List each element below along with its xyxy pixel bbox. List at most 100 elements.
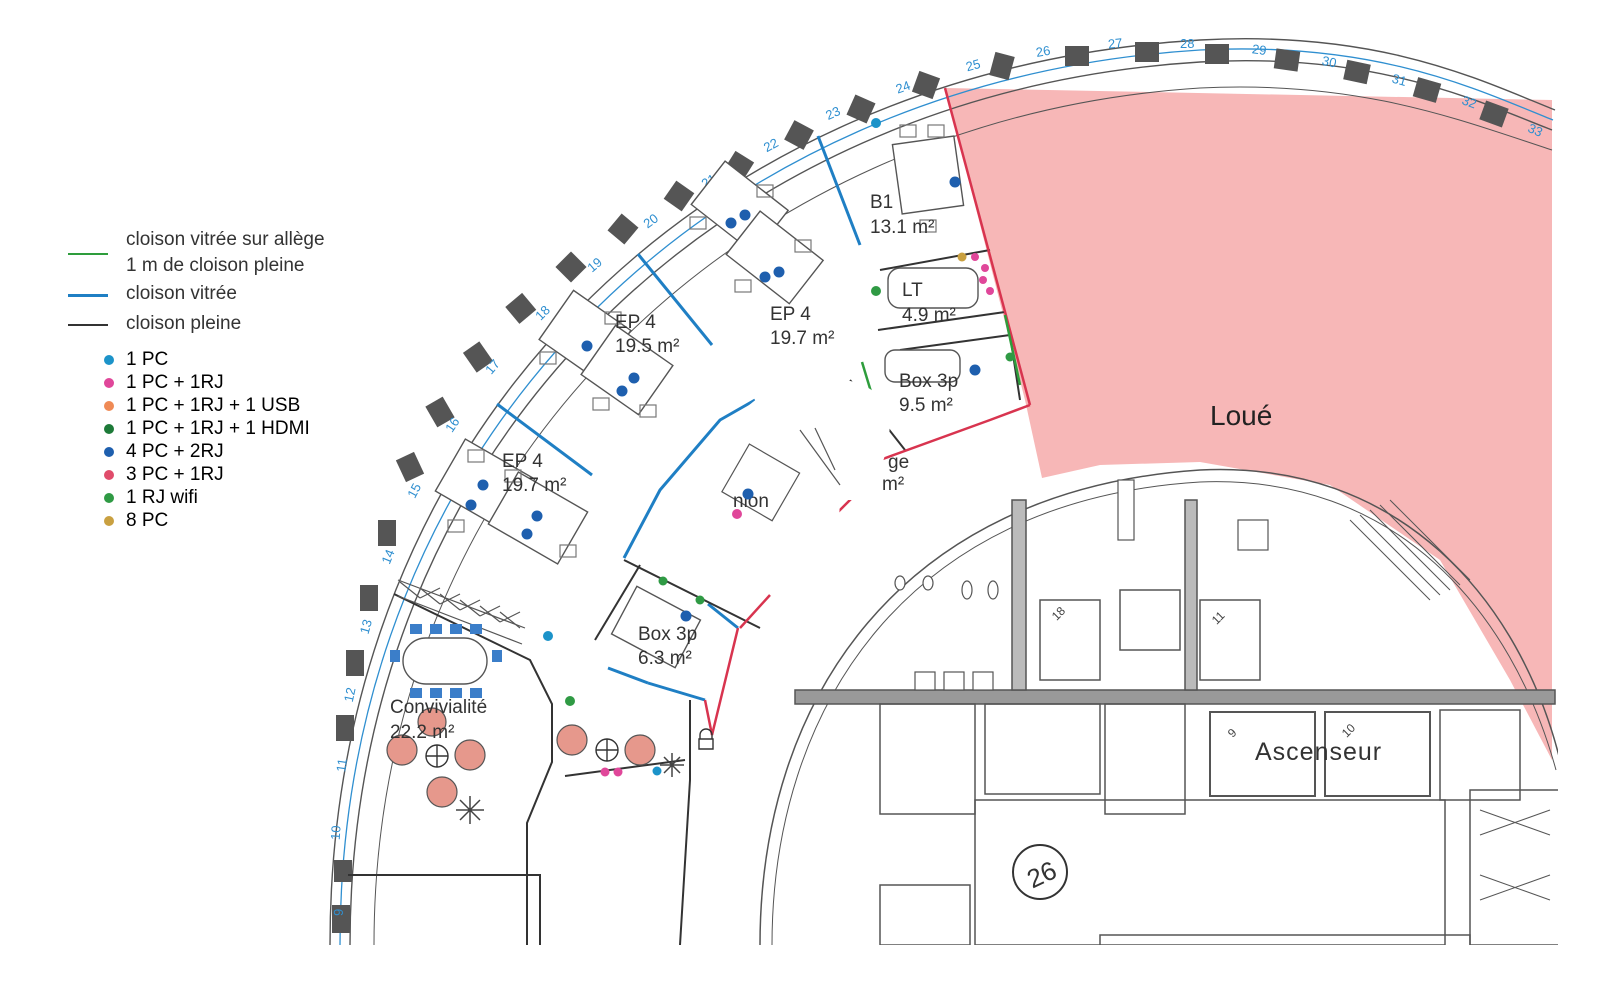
room-box-east-area: 9.5 m² [899,395,953,416]
dot-4pc [742,488,754,500]
dot-4pc [773,266,785,278]
dot-1pc-1rj [981,264,989,272]
dot-4pc [628,372,640,384]
dot-1pc-1rj [600,767,610,777]
room-number: 11 [1209,608,1228,627]
axis-number: 27 [1107,35,1123,51]
legend-label: cloison vitrée [126,283,237,304]
axis-number: 32 [1460,92,1479,111]
dot-4pc [739,209,751,221]
dot-4pc [477,479,489,491]
dot-1pc-1rj [971,253,979,261]
legend-dot [104,424,114,434]
lock-icon [698,728,714,750]
equipment-dots [465,118,1015,777]
room-ep4-west-name: EP 4 [502,451,543,472]
loue-zone [945,88,1552,760]
legend-dark-swatch [68,324,108,326]
dot-wifi [658,576,668,586]
legend-dot-label: 1 PC + 1RJ [126,372,224,393]
room-b1-area: 13.1 m² [870,217,934,238]
blurred-overlay [680,377,890,565]
legend-label: 1 m de cloison pleine [126,255,305,276]
ascenseur-label: Ascenseur [1255,738,1382,766]
legend-dot [104,401,114,411]
legend-dot-label: 1 PC + 1RJ + 1 HDMI [126,418,310,439]
room-lt-area: 4.9 m² [902,305,956,326]
dot-wifi [1005,352,1015,362]
facade-pillars [332,42,1509,933]
legend-dot [104,516,114,526]
facade-axis [339,48,1554,945]
legend-dot-label: 1 PC [126,349,169,370]
dot-wifi [565,696,575,706]
room-ep4-west-area: 19.7 m² [502,475,566,496]
dot-4pc [531,510,543,522]
dot-4pc [680,610,692,622]
legend-dot [104,447,114,457]
legend-dot [104,378,114,388]
meeting-table [390,624,502,698]
round-tables [425,738,619,768]
legend-dot-label: 3 PC + 1RJ [126,464,224,485]
room-ep4-east-area: 19.7 m² [770,328,834,349]
axis-number: 12 [341,686,359,703]
loue-label: Loué [1210,400,1272,431]
axis-number: 26 [1035,43,1052,60]
axis-number: 13 [357,618,375,636]
room-labels: EP 4 19.7 m² EP 4 19.5 m² EP 4 19.7 m² B… [390,192,958,743]
dot-1pc-1rj [986,287,994,295]
legend-dot [104,493,114,503]
legend-label: cloison pleine [126,313,242,334]
room-partial-2: ge [888,452,909,473]
axis-number: 30 [1321,53,1338,71]
room-b1-name: B1 [870,192,893,213]
room-box-east-name: Box 3p [899,371,958,392]
truss-beam [397,579,526,645]
axis-number: 11 [333,757,350,772]
dot-4pc [581,340,593,352]
room-number: 18 [1049,604,1069,624]
axis-number: 31 [1390,71,1408,89]
room-partial-3: m² [882,474,904,495]
dot-1pc [543,631,553,641]
building-core [759,468,1558,945]
room-convivialite-name: Convivialité [390,697,487,718]
chairs [447,124,945,558]
dot-1pc-1rj [979,276,987,284]
lounge-chairs [386,707,656,808]
legend-blue-swatch [68,294,108,297]
legend-green-swatch [68,253,108,255]
dot-4pc [969,364,981,376]
legend-dot-label: 1 PC + 1RJ + 1 USB [126,395,301,416]
dot-4pc [521,528,533,540]
plan-stamp: 26 [1012,844,1068,900]
dot-8pc [957,252,967,262]
dot-4pc [616,385,628,397]
facade-numbers: 9 10 11 12 13 14 15 16 17 18 19 20 21 22… [328,35,1545,916]
axis-number: 19 [584,254,605,275]
room-ep4-east-name: EP 4 [770,304,811,325]
dot-1pc [652,766,662,776]
overlay-hints [721,427,841,522]
axis-number: 22 [761,135,781,155]
room-ep4-mid-name: EP 4 [615,312,656,333]
dot-4pc [949,176,961,188]
axis-number: 25 [964,56,982,74]
axis-number: 16 [442,415,463,435]
legend-dot-label: 8 PC [126,510,169,531]
room-convivialite-area: 22.2 m² [390,722,454,743]
legend-dot [104,470,114,480]
legend-dot-label: 4 PC + 2RJ [126,441,224,462]
legend-dot [104,355,114,365]
legend-label: cloison vitrée sur allège [126,229,325,250]
dot-1pc-1rj [613,767,623,777]
room-lt-name: LT [902,280,923,301]
axis-number: 14 [378,547,397,566]
dot-4pc [759,271,771,283]
axis-number: 15 [404,481,424,501]
room-number: 9 [1225,725,1240,740]
axis-number: 28 [1180,36,1194,51]
axis-number: 9 [331,908,346,916]
room-box-south-area: 6.3 m² [638,648,692,669]
